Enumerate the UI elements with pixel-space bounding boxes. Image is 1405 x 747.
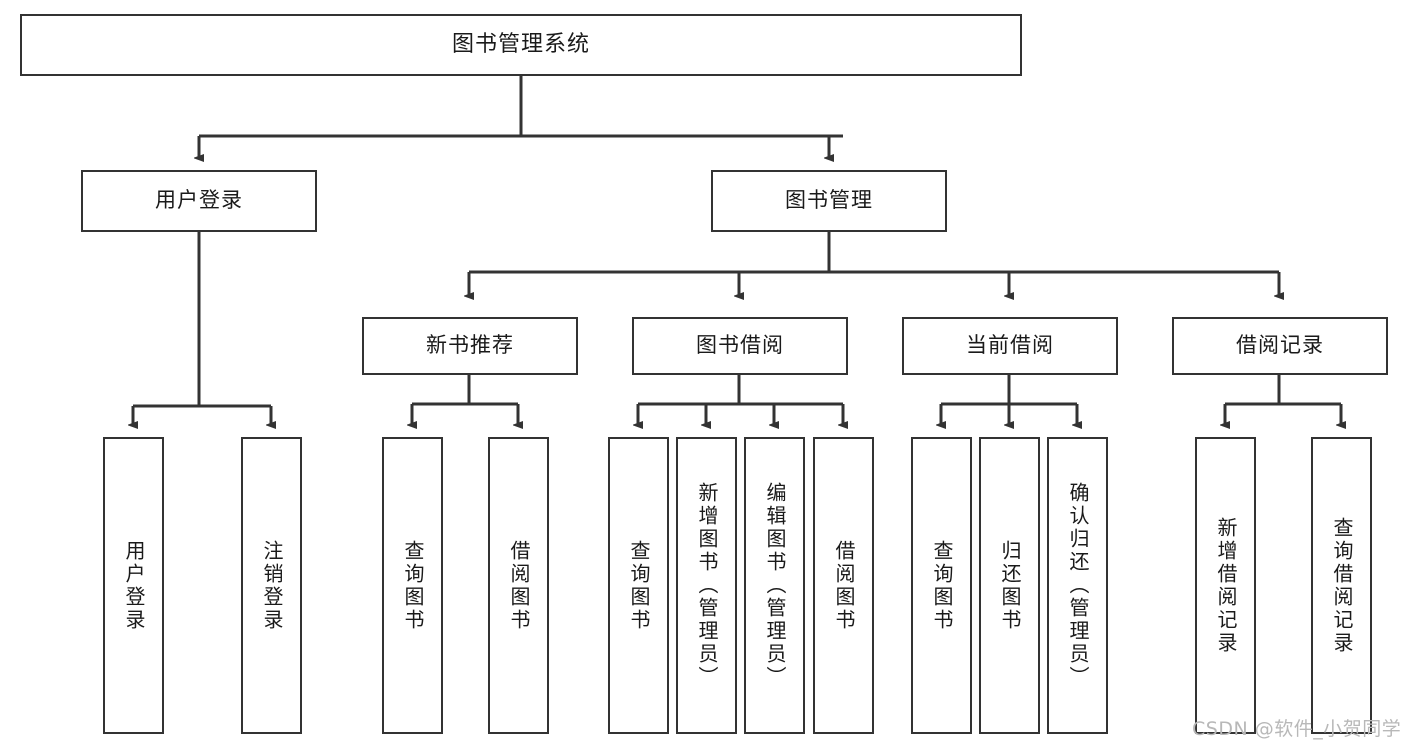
leaf-user-login[interactable]: 用户登录 [103,437,164,734]
leaf-edit-book-label: 编辑图书（管理员） [763,482,787,689]
leaf-query-book-1-label: 查询图书 [401,539,425,632]
leaf-query-book-2[interactable]: 查询图书 [608,437,669,734]
leaf-add-book[interactable]: 新增图书（管理员） [676,437,737,734]
leaf-add-record[interactable]: 新增借阅记录 [1195,437,1256,734]
node-book-management-label: 图书管理 [785,188,873,213]
node-current-borrow[interactable]: 当前借阅 [902,317,1118,375]
node-new-book-recommend-label: 新书推荐 [426,333,514,358]
leaf-query-record[interactable]: 查询借阅记录 [1311,437,1372,734]
leaf-return-book-label: 归还图书 [998,539,1022,632]
leaf-query-book-2-label: 查询图书 [627,539,651,632]
leaf-add-book-label: 新增图书（管理员） [695,482,719,689]
leaf-logout-label: 注销登录 [260,539,284,632]
leaf-query-book-3-label: 查询图书 [930,539,954,632]
node-user-login[interactable]: 用户登录 [81,170,317,232]
leaf-user-login-label: 用户登录 [122,539,146,632]
node-book-management[interactable]: 图书管理 [711,170,947,232]
node-user-login-label: 用户登录 [155,188,243,213]
leaf-query-record-label: 查询借阅记录 [1330,516,1354,655]
leaf-edit-book[interactable]: 编辑图书（管理员） [744,437,805,734]
leaf-add-record-label: 新增借阅记录 [1214,516,1238,655]
leaf-borrow-book-1-label: 借阅图书 [507,539,531,632]
node-borrow-record[interactable]: 借阅记录 [1172,317,1388,375]
csdn-watermark: CSDN @软件_小贺同学 [1192,718,1402,740]
leaf-query-book-3[interactable]: 查询图书 [911,437,972,734]
leaf-query-book-1[interactable]: 查询图书 [382,437,443,734]
leaf-borrow-book-2-label: 借阅图书 [832,539,856,632]
leaf-confirm-return[interactable]: 确认归还（管理员） [1047,437,1108,734]
node-root-label: 图书管理系统 [451,31,590,57]
leaf-confirm-return-label: 确认归还（管理员） [1066,482,1090,689]
node-borrow-record-label: 借阅记录 [1236,333,1324,358]
leaf-borrow-book-2[interactable]: 借阅图书 [813,437,874,734]
node-book-borrow-label: 图书借阅 [696,333,784,358]
leaf-logout[interactable]: 注销登录 [241,437,302,734]
node-book-borrow[interactable]: 图书借阅 [632,317,848,375]
leaf-borrow-book-1[interactable]: 借阅图书 [488,437,549,734]
leaf-return-book[interactable]: 归还图书 [979,437,1040,734]
node-root[interactable]: 图书管理系统 [20,14,1022,76]
node-new-book-recommend[interactable]: 新书推荐 [362,317,578,375]
node-current-borrow-label: 当前借阅 [966,333,1054,358]
